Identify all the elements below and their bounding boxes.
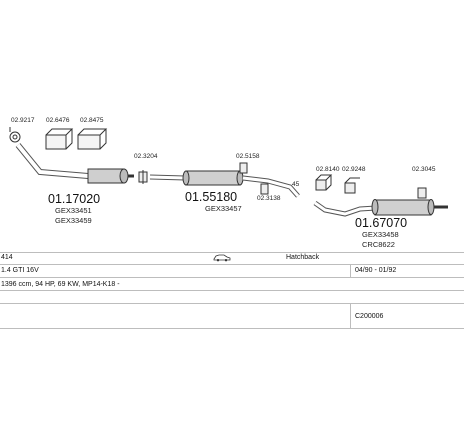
- exhaust-diagram: 02.9217 02.6476 02.8475 01.17020 GEX3345…: [9, 117, 448, 249]
- table-divider: [350, 264, 351, 277]
- table-divider: [0, 303, 464, 304]
- table-divider: [350, 303, 351, 328]
- vehicle-engine: 1.4 GTI 16V: [1, 267, 39, 274]
- part-label: 02.8475: [80, 117, 104, 124]
- car-icon: [213, 253, 231, 265]
- part-label: 02.3138: [257, 195, 281, 202]
- front-section: [9, 127, 134, 184]
- rear-section: [313, 174, 448, 217]
- vehicle-years: 04/90 - 01/92: [355, 267, 397, 274]
- table-divider: [0, 290, 464, 291]
- mount-icon: [45, 128, 74, 150]
- hanger-icon: [239, 162, 269, 195]
- part-label: 02.6476: [46, 117, 70, 124]
- part-ref: CRC8622: [362, 240, 395, 249]
- vehicle-code: C200006: [355, 313, 384, 320]
- part-number: 01.17020: [48, 192, 100, 206]
- vehicle-body: Hatchback: [286, 254, 320, 261]
- table-divider: [0, 252, 464, 253]
- part-ref: GEX33458: [362, 230, 399, 239]
- part-label: 45: [292, 181, 300, 188]
- part-ref: GEX33451: [55, 206, 92, 215]
- hanger-icon: [344, 177, 360, 194]
- vehicle-spec: 1396 ccm, 94 HP, 69 KW, MP14-K18 -: [1, 281, 120, 288]
- part-ref: GEX33457: [205, 204, 242, 213]
- clamp-icon: [315, 174, 333, 191]
- table-divider: [0, 264, 464, 265]
- silencer-icon: [182, 170, 244, 186]
- catalyst-icon: [87, 168, 134, 184]
- part-label: 02.9248: [342, 166, 366, 173]
- part-number: 01.67070: [355, 216, 407, 230]
- part-ref: GEX33459: [55, 216, 92, 225]
- hanger-icon: [417, 187, 427, 199]
- part-label: 02.5158: [236, 153, 260, 160]
- gasket-icon: [9, 127, 21, 143]
- clamp-icon: [77, 128, 108, 150]
- clamp-icon: [138, 170, 148, 184]
- part-label: 02.8140: [316, 166, 340, 173]
- table-divider: [0, 277, 464, 278]
- part-label: 02.9217: [11, 117, 35, 124]
- table-divider: [0, 328, 464, 329]
- part-label: 02.3045: [412, 166, 436, 173]
- silencer-icon: [371, 199, 448, 216]
- part-label: 02.3204: [134, 153, 158, 160]
- part-number: 01.55180: [185, 190, 237, 204]
- middle-section: [138, 162, 300, 198]
- vehicle-model: 414: [1, 254, 13, 261]
